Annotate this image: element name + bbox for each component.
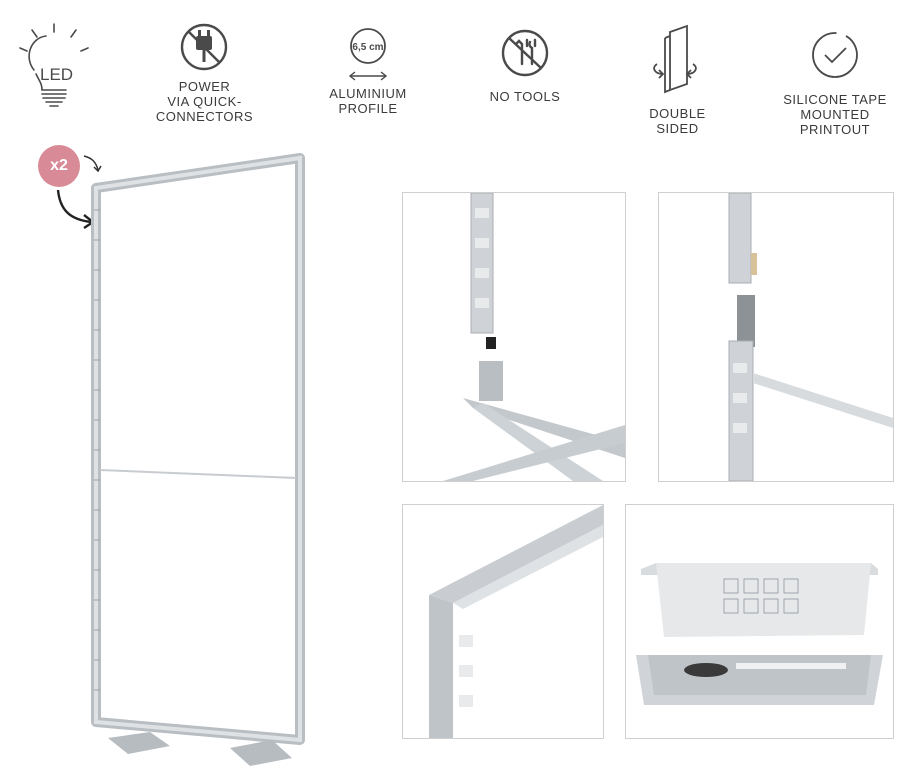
arrow-small-icon xyxy=(83,155,99,171)
silicone-tape-icon xyxy=(812,32,858,78)
detail-panel-corner xyxy=(402,504,604,739)
feature-no-tools: NO TOOLS xyxy=(470,28,580,104)
frame-body xyxy=(91,153,305,766)
no-tools-icon xyxy=(501,29,549,77)
profile-width-text: 6,5 cm xyxy=(352,42,383,53)
feature-silicone-tape-label: SILICONE TAPE MOUNTED PRINTOUT xyxy=(783,92,887,137)
feature-double-sided-label: DOUBLE SIDED xyxy=(649,106,706,136)
feature-led: LED xyxy=(10,18,100,113)
detail-panel-vertical-joint xyxy=(658,192,894,482)
feature-power: POWER VIA QUICK- CONNECTORS xyxy=(152,22,257,124)
double-sided-icon xyxy=(653,24,697,94)
quantity-badge-text: x2 xyxy=(50,157,68,174)
detail-panel-box-contents xyxy=(625,504,894,739)
frame-illustration xyxy=(56,153,305,766)
feature-profile-label: ALUMINIUM PROFILE xyxy=(329,86,407,116)
led-text: LED xyxy=(40,65,73,84)
feature-profile: 6,5 cm ALUMINIUM PROFILE xyxy=(318,26,418,116)
led-bulb-icon: LED xyxy=(19,23,89,107)
quantity-badge: x2 xyxy=(38,145,80,187)
feature-double-sided: DOUBLE SIDED xyxy=(625,22,730,136)
profile-width-icon: 6,5 cm xyxy=(348,28,388,81)
detail-panel-foot-connector xyxy=(402,192,626,482)
feature-silicone-tape: SILICONE TAPE MOUNTED PRINTOUT xyxy=(770,30,900,137)
arrow-large-icon xyxy=(56,189,93,224)
power-plug-icon xyxy=(180,23,228,71)
feature-power-label: POWER VIA QUICK- CONNECTORS xyxy=(155,79,254,124)
feature-no-tools-label: NO TOOLS xyxy=(489,89,561,104)
